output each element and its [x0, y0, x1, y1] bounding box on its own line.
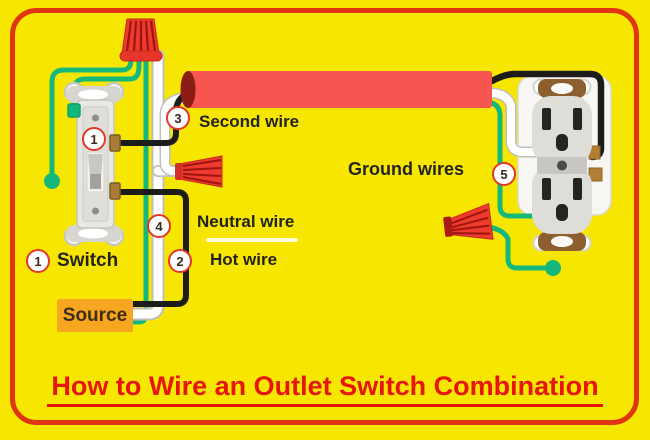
outlet-center-screw: [557, 160, 567, 171]
duplex-outlet: [532, 78, 603, 252]
ground-wires-label: Ground wires: [348, 159, 465, 179]
switch-brass-terminal: [109, 182, 121, 200]
neutral-wire-underline: [206, 238, 298, 242]
second-wire-cable: [180, 71, 492, 108]
source-box: Source: [57, 299, 133, 332]
wire-nut-ground: [443, 202, 494, 240]
outlet-wires: [486, 70, 605, 276]
wire-nut-neutral: [175, 155, 223, 188]
title-area: How to Wire an Outlet Switch Combination: [0, 371, 650, 407]
wire-nut-top: [119, 18, 163, 62]
switch-ground-terminal: [67, 103, 81, 118]
callout-1-switch-label: 1: [26, 249, 50, 273]
page-title: How to Wire an Outlet Switch Combination: [47, 371, 603, 407]
cable-end-cap: [180, 71, 196, 108]
second-wire-label: Second wire: [199, 112, 300, 131]
outlet-socket-bottom: [532, 166, 592, 234]
neutral-wire-label: Neutral wire: [197, 212, 295, 231]
switched-hot-wire: [116, 91, 189, 146]
poster-border: [10, 8, 639, 425]
hot-wire-label: Hot wire: [210, 250, 278, 269]
switch-screw: [92, 207, 99, 215]
callout-3-second-wire: 3: [166, 106, 190, 130]
outlet-socket-top: [532, 96, 592, 164]
callout-5-ground-wires: 5: [492, 162, 516, 186]
hot-wire: [116, 189, 189, 307]
ground-wire-end-dot: [44, 173, 60, 189]
callout-2-hot-wire: 2: [168, 249, 192, 273]
switch-brass-terminal: [109, 134, 121, 152]
callout-1-switch: 1: [82, 127, 106, 151]
outlet-brass-tab: [588, 167, 603, 182]
ground-pigtail-dot: [545, 260, 561, 276]
light-switch: [63, 81, 125, 247]
switch-screw: [92, 114, 99, 122]
switch-toggle: [88, 154, 103, 176]
callout-4-neutral-wire: 4: [147, 214, 171, 238]
switch-label: Switch: [57, 250, 119, 271]
